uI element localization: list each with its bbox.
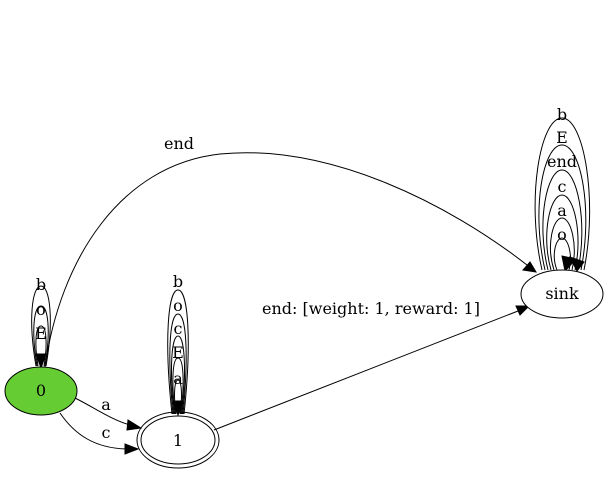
arrowhead (568, 256, 585, 272)
node-1-outer-ring (136, 411, 220, 469)
edge-label: end (164, 134, 194, 153)
self-loops-node-0: b o E (31, 275, 51, 370)
node-sink: sink (520, 269, 604, 319)
self-loops-sink: b E end c a o (534, 105, 591, 273)
arrowhead (35, 353, 47, 370)
self-loop (171, 335, 185, 415)
edge-0-to-1-a: a (74, 395, 143, 431)
self-loop (172, 357, 184, 415)
arrowhead (172, 400, 184, 417)
self-loop (169, 313, 187, 415)
loop-label: a (557, 201, 567, 220)
arrowhead (522, 261, 537, 273)
edge-path (213, 310, 519, 431)
node-0-label: 0 (36, 381, 46, 400)
loop-label: c (558, 177, 567, 196)
loop-label: o (36, 300, 46, 319)
self-loop (534, 117, 591, 271)
loop-label: end (547, 152, 577, 171)
edge-label: a (101, 395, 111, 414)
edge-label: end: [weight: 1, reward: 1] (262, 299, 480, 318)
loop-label: b (173, 272, 183, 291)
edge-0-to-1-c: c (59, 412, 140, 455)
edge-0-to-sink-end: end (44, 134, 537, 368)
self-loop (31, 285, 51, 367)
node-1-shape (140, 415, 216, 465)
loop-label: o (173, 296, 183, 315)
self-loop (546, 194, 579, 271)
arrowhead (515, 305, 531, 316)
node-1-label: 1 (173, 431, 183, 450)
node-1: 1 (136, 411, 220, 469)
edge-path (74, 397, 131, 426)
self-loop (538, 144, 587, 271)
edge-1-to-sink-weighted: end: [weight: 1, reward: 1] (213, 299, 531, 431)
loop-label: o (557, 225, 567, 244)
node-sink-label: sink (545, 284, 579, 303)
arrowhead (124, 443, 140, 455)
loop-label: b (36, 275, 46, 294)
edge-path (59, 412, 127, 450)
loop-label: a (173, 369, 183, 388)
loop-label: E (35, 324, 47, 343)
arrowhead (126, 419, 143, 431)
self-loop (550, 217, 575, 271)
edge-label: c (102, 423, 111, 442)
self-loops-node-1: b o c E a (167, 272, 189, 417)
self-loop (542, 169, 583, 271)
node-0: 0 (4, 366, 78, 416)
self-loop (174, 379, 182, 415)
self-loop (35, 325, 47, 367)
node-0-shape (4, 366, 78, 416)
loop-label: c (174, 319, 183, 338)
self-loop (167, 289, 189, 415)
loop-label: b (557, 105, 567, 124)
self-loop (33, 305, 49, 367)
loop-label: E (172, 343, 184, 362)
loop-label: E (556, 128, 568, 147)
edge-path (44, 152, 528, 368)
node-sink-shape (520, 269, 604, 319)
